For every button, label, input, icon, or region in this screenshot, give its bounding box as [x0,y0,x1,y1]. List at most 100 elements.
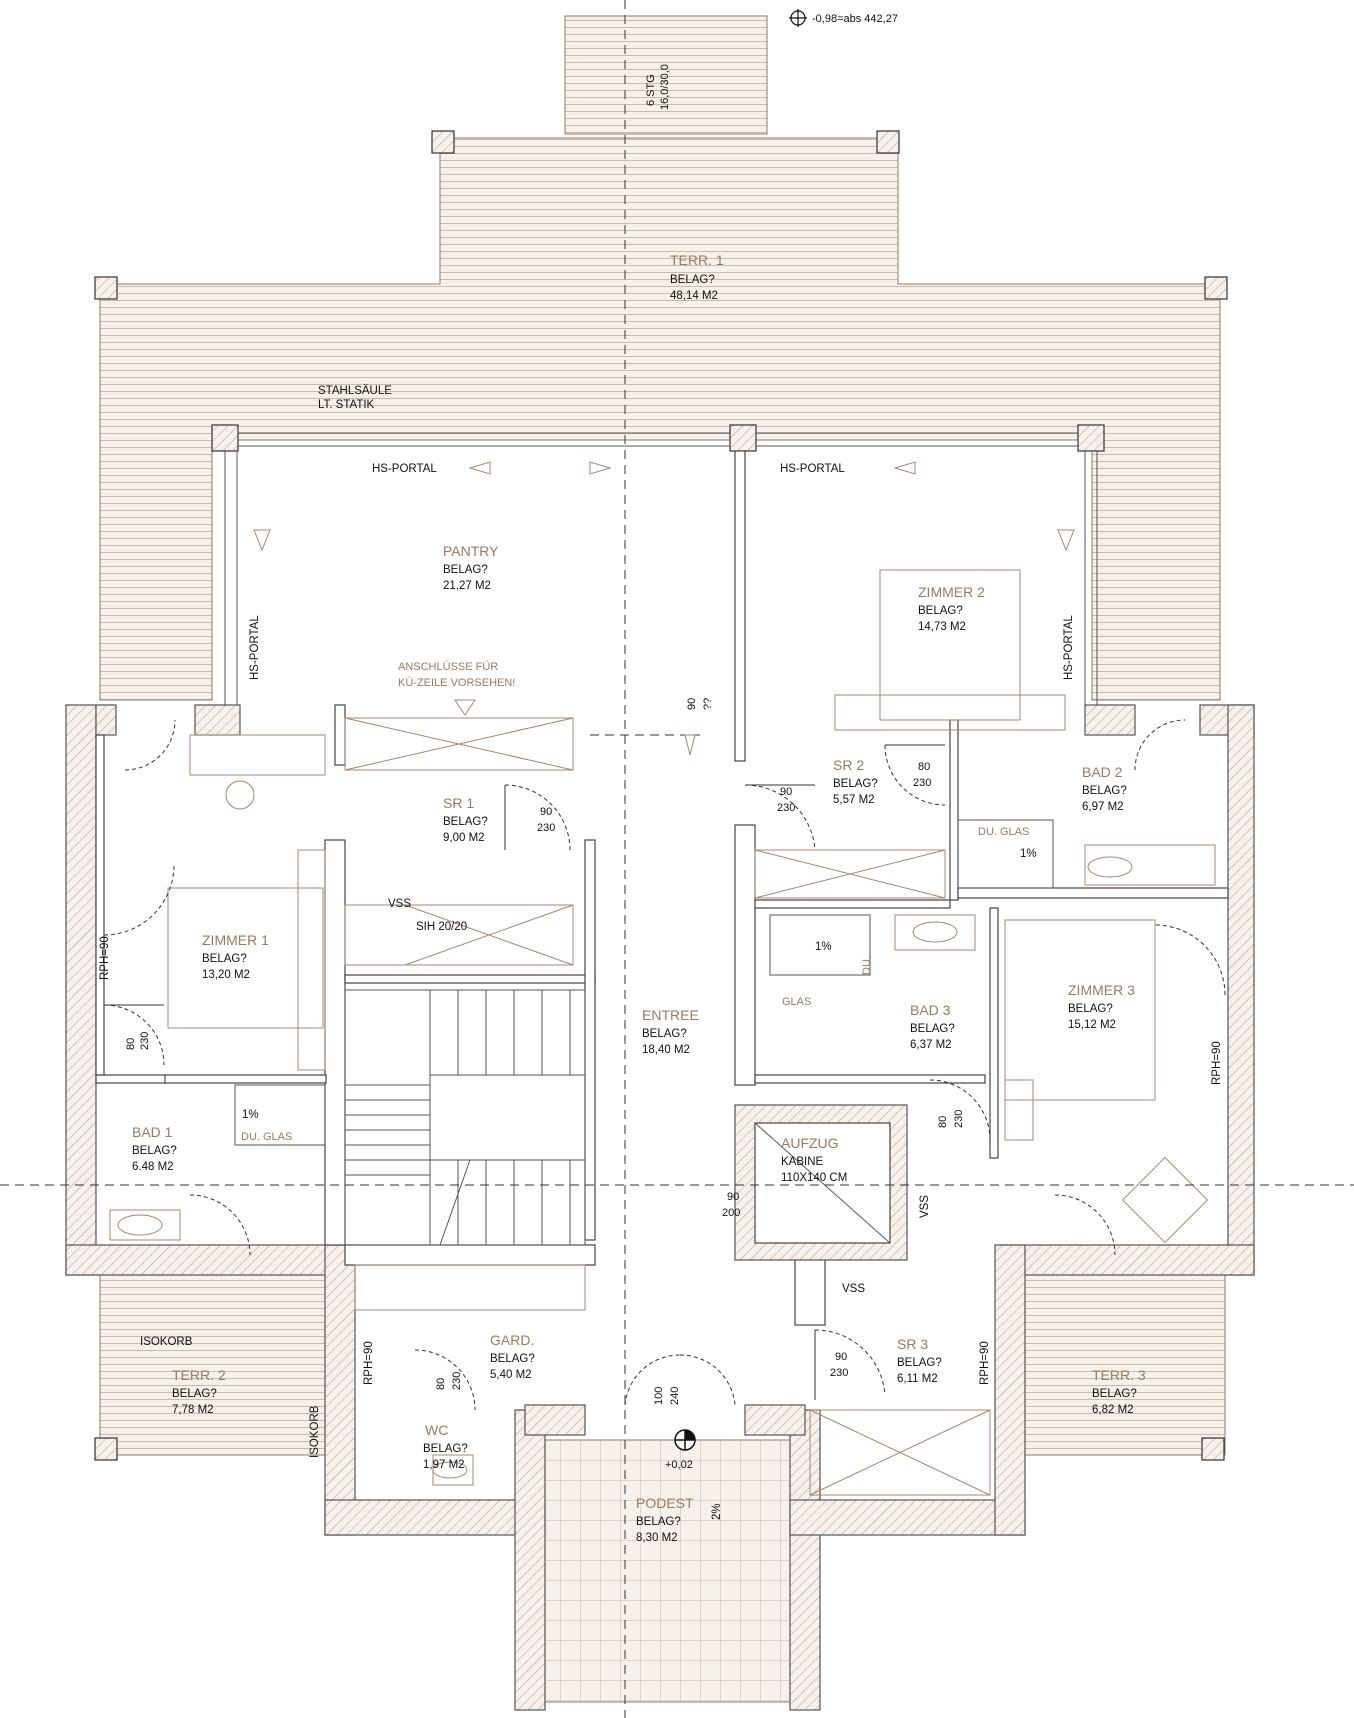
room-sr3: SR 3 BELAG? 6,11 M2 [897,1336,942,1385]
svg-text:BELAG?: BELAG? [1092,1388,1137,1400]
svg-text:230: 230 [913,777,931,789]
svg-text:BELAG?: BELAG? [833,778,878,790]
hs-portal-east: HS-PORTAL [1063,615,1075,680]
du-glas-bad2: DU. GLAS [978,826,1029,838]
svg-text:80: 80 [435,1378,447,1390]
svg-text:230: 230 [830,1367,848,1379]
furniture [109,569,1216,1486]
hs-portal-right: HS-PORTAL [780,463,845,475]
svg-text:TERR. 2: TERR. 2 [172,1367,226,1383]
dims-sr1-door: 90 230 [537,806,555,834]
room-terr3: TERR. 3 BELAG? 6,82 M2 [1092,1367,1146,1416]
sih-note: SIH 20/20 [416,921,467,933]
elevation-marker [789,9,807,27]
portal-arrows [253,461,1075,756]
slope-bad2: 1% [1020,848,1037,860]
svg-text:80: 80 [125,1038,137,1050]
showers [234,819,1054,1146]
svg-text:230: 230 [451,1372,463,1390]
kitchen-cabinets [189,717,991,1496]
vss-note-sr1: VSS [388,898,411,910]
room-pantry: PANTRY BELAG? 21,27 M2 [443,543,499,592]
terrace-2 [99,1274,326,1456]
svg-text:BELAG?: BELAG? [443,816,488,828]
svg-text:6,11 M2: 6,11 M2 [897,1373,938,1385]
svg-text:BELAG?: BELAG? [132,1145,177,1157]
dims-zimmer1-door: 80 230 [125,1032,151,1050]
svg-text:16,0/30,0: 16,0/30,0 [659,64,671,110]
dims-pantry-door: 90 ?? [686,698,714,710]
svg-text:BELAG?: BELAG? [897,1357,942,1369]
room-bad2: BAD 2 BELAG? 6,97 M2 [1082,764,1127,813]
svg-text:6,37 M2: 6,37 M2 [910,1039,952,1051]
svg-text:ENTREE: ENTREE [642,1007,699,1023]
svg-text:TERR. 3: TERR. 3 [1092,1367,1146,1383]
svg-text:BAD 2: BAD 2 [1082,764,1123,780]
du-glas-bad1: DU. GLAS [241,1131,292,1143]
svg-text:240: 240 [669,1387,681,1405]
vss-elevator: VSS [919,1195,931,1218]
svg-text:SR 3: SR 3 [897,1336,928,1352]
room-sr2: SR 2 BELAG? 5,57 M2 [833,757,878,806]
svg-text:BELAG?: BELAG? [202,953,247,965]
doors [103,719,1226,1411]
room-entree: ENTREE BELAG? 18,40 M2 [642,1007,699,1056]
aufzug-label: AUFZUG [781,1135,839,1151]
terrace-3 [1024,1274,1226,1456]
svg-text:TERR. 1: TERR. 1 [670,252,724,268]
svg-text:BAD 3: BAD 3 [910,1002,951,1018]
room-bad1: BAD 1 BELAG? 6.48 M2 [132,1124,177,1173]
svg-text:6 STG: 6 STG [645,74,657,106]
rph-zimmer3: RPH=90 [1211,1041,1223,1085]
rph-terr3: RPH=90 [979,1341,991,1385]
level-label: +0,02 [665,1459,693,1471]
svg-text:90: 90 [835,1351,847,1363]
svg-text:6,97 M2: 6,97 M2 [1082,801,1124,813]
svg-text:BELAG?: BELAG? [918,605,963,617]
svg-text:21,27 M2: 21,27 M2 [443,580,491,592]
svg-text:8,30 M2: 8,30 M2 [636,1532,678,1544]
svg-text:BELAG?: BELAG? [642,1028,687,1040]
svg-text:LT. STATIK: LT. STATIK [318,399,375,411]
room-podest: PODEST BELAG? 8,30 M2 [636,1495,694,1544]
svg-text:90: 90 [727,1191,739,1203]
room-sr1: SR 1 BELAG? 9,00 M2 [443,795,488,844]
hs-portal-west: HS-PORTAL [249,615,261,680]
svg-text:7,78 M2: 7,78 M2 [172,1404,214,1416]
svg-text:ZIMMER 2: ZIMMER 2 [918,584,985,600]
room-bad3: BAD 3 BELAG? 6,37 M2 [910,1002,955,1051]
svg-text:STAHLSÄULE: STAHLSÄULE [318,385,392,397]
isokorb-h: ISOKORB [140,1336,193,1348]
exterior-walls [65,704,1255,1711]
kabine-size: 110X140 CM [781,1172,847,1184]
isokorb-v: ISOKORB [309,1405,321,1458]
rph-terr2: RPH=90 [363,1341,375,1385]
svg-text:1,97 M2: 1,97 M2 [423,1459,465,1471]
svg-text:90: 90 [780,786,792,798]
room-terr2: TERR. 2 BELAG? 7,78 M2 [172,1367,226,1416]
svg-text:PODEST: PODEST [636,1495,694,1511]
du-bad3: DU. [861,956,873,975]
room-zimmer2: ZIMMER 2 BELAG? 14,73 M2 [918,584,985,633]
svg-text:WC: WC [425,1422,448,1438]
svg-text:6.48 M2: 6.48 M2 [132,1161,174,1173]
dims-bad3-door: 80 230 [937,1110,965,1128]
slope-bad1: 1% [242,1109,259,1121]
svg-text:13,20 M2: 13,20 M2 [202,969,250,981]
svg-text:ZIMMER 3: ZIMMER 3 [1068,982,1135,998]
vss-sr3: VSS [842,1283,865,1295]
svg-text:15,12 M2: 15,12 M2 [1068,1019,1116,1031]
svg-text:80: 80 [918,761,930,773]
svg-text:48,14 M2: 48,14 M2 [670,290,718,302]
svg-text:BELAG?: BELAG? [1068,1003,1113,1015]
note-stahlsaeule: STAHLSÄULE LT. STATIK [318,385,392,411]
kabine-label: KABINE [781,1156,824,1168]
room-terr1: TERR. 1 BELAG? 48,14 M2 [670,252,724,302]
hs-portal-left: HS-PORTAL [372,463,437,475]
room-zimmer1: ZIMMER 1 BELAG? 13,20 M2 [202,932,269,981]
svg-text:BELAG?: BELAG? [910,1023,955,1035]
svg-text:230: 230 [537,822,555,834]
svg-text:6,82 M2: 6,82 M2 [1092,1404,1134,1416]
